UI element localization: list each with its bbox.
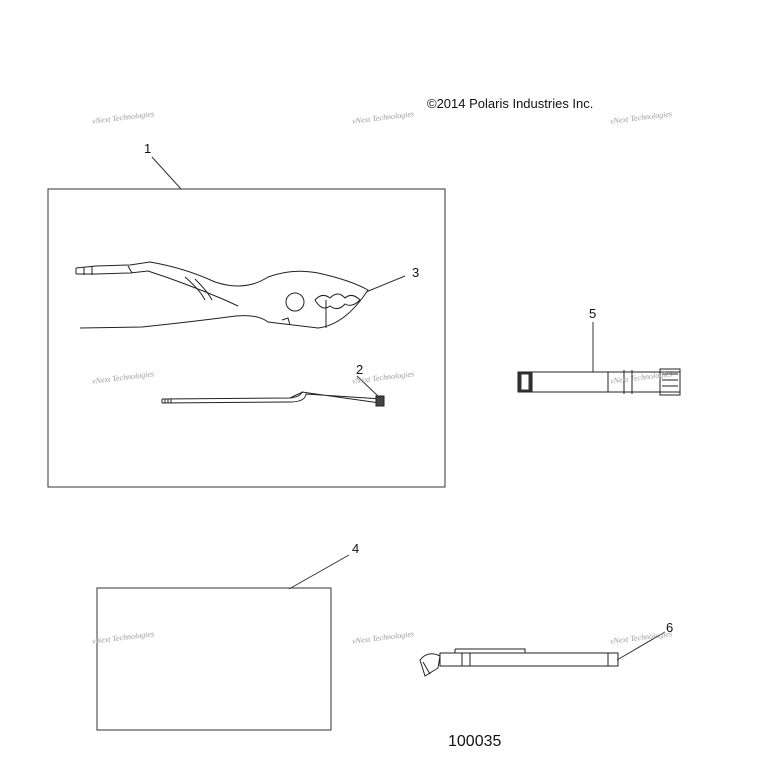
leader-lines	[151, 156, 666, 661]
callout-2: 2	[356, 362, 364, 377]
socket-drawing	[517, 368, 681, 396]
callout-3: 3	[412, 265, 420, 280]
figure-number: 100035	[448, 733, 502, 750]
pliers-drawing	[75, 261, 369, 329]
callout-1: 1	[144, 141, 152, 156]
callout-4: 4	[352, 541, 360, 556]
tool-kit-box	[47, 188, 446, 488]
manual-booklet	[96, 587, 332, 731]
spark-plug-tool-drawing	[419, 648, 619, 677]
hex-key-drawing	[161, 391, 385, 407]
callout-6: 6	[666, 620, 674, 635]
callout-5: 5	[589, 306, 597, 321]
copyright-notice: ©2014 Polaris Industries Inc.	[427, 96, 594, 111]
